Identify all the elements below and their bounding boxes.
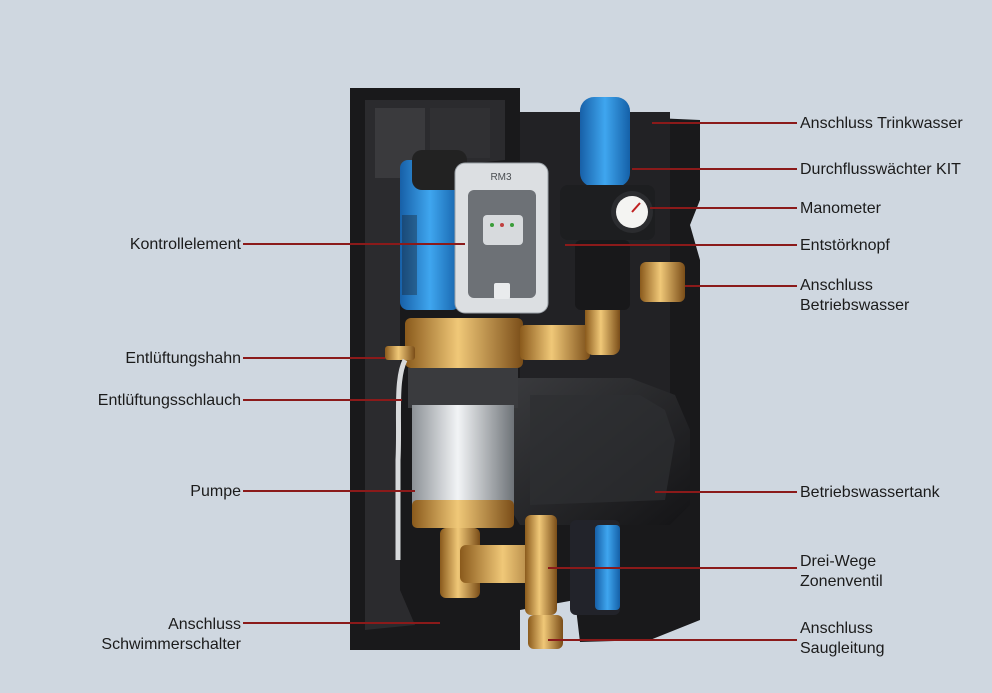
leader-lines-left bbox=[243, 243, 465, 624]
brass-fittings bbox=[385, 262, 685, 368]
leader-lines-right bbox=[548, 122, 797, 641]
pump-motor bbox=[400, 150, 467, 310]
label-anschluss-betriebswasser: Anschluss Betriebswasser bbox=[800, 277, 910, 314]
label-anschluss-saugleitung: Anschluss Saugleitung bbox=[800, 620, 885, 657]
panel-brand: RM3 bbox=[490, 172, 512, 183]
label-entlueftungshahn: Entlüftungshahn bbox=[125, 350, 241, 367]
label-drei-wege-zonenventil: Drei-Wege Zonenventil bbox=[800, 553, 883, 590]
flow-switch bbox=[560, 97, 655, 310]
pump-body bbox=[408, 368, 518, 528]
label-entstoerknopf: Entstörknopf bbox=[800, 237, 890, 254]
label-anschluss-schwimmerschalter: Anschluss Schwimmerschalter bbox=[101, 616, 241, 653]
label-entlueftungsschlauch: Entlüftungsschlauch bbox=[97, 392, 241, 409]
label-durchflusswaechter: Durchflusswächter KIT bbox=[800, 161, 961, 178]
label-kontrollelement: Kontrollelement bbox=[129, 236, 241, 253]
tank bbox=[505, 378, 690, 525]
label-anschluss-trinkwasser: Anschluss Trinkwasser bbox=[800, 115, 963, 132]
label-betriebswassertank: Betriebswassertank bbox=[800, 484, 940, 501]
label-pumpe: Pumpe bbox=[190, 483, 241, 500]
vent-hose bbox=[395, 358, 408, 560]
label-manometer: Manometer bbox=[800, 200, 881, 217]
control-panel: RM3 bbox=[454, 162, 549, 314]
manometer-gauge bbox=[611, 191, 653, 233]
